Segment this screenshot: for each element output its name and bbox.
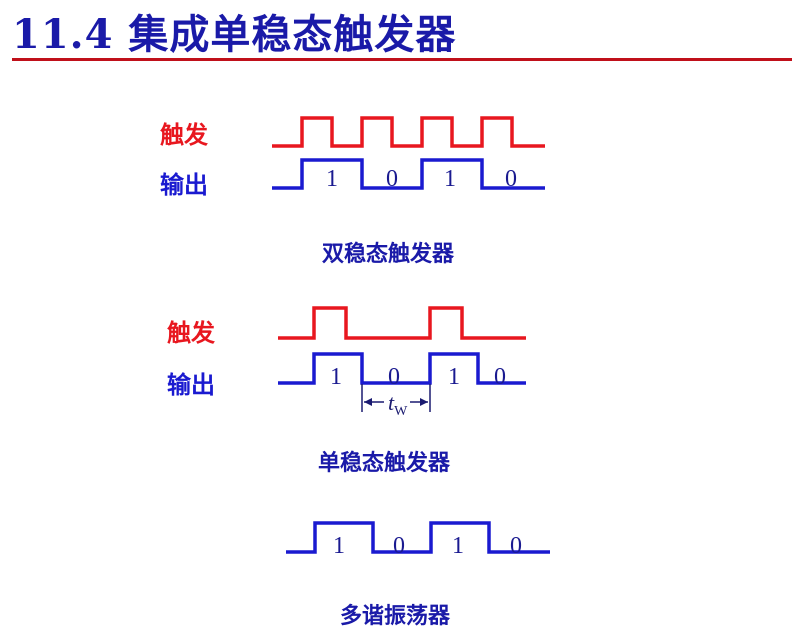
monostable-caption: 单稳态触发器 bbox=[318, 450, 451, 476]
title-underline bbox=[12, 58, 792, 61]
bistable-bit-4: 0 bbox=[505, 166, 517, 192]
bistable-output-wave bbox=[272, 158, 545, 190]
bistable-trigger-wave bbox=[272, 116, 545, 148]
pulse-width-marker: tW bbox=[361, 384, 431, 419]
monostable-bit-2: 0 bbox=[388, 364, 400, 390]
bistable-trigger-label: 触发 bbox=[160, 120, 208, 149]
monostable-output-wave bbox=[278, 352, 526, 385]
bistable-output-label: 输出 bbox=[160, 170, 208, 199]
bistable-bit-1: 1 bbox=[326, 166, 338, 192]
monostable-bit-1: 1 bbox=[330, 364, 342, 390]
astable-caption: 多谐振荡器 bbox=[340, 603, 451, 629]
bistable-caption: 双稳态触发器 bbox=[322, 241, 455, 267]
page-title: 11.4 集成单稳态触发器 bbox=[12, 11, 457, 58]
monostable-bit-3: 1 bbox=[448, 364, 460, 390]
monostable-trigger-label: 触发 bbox=[167, 318, 215, 347]
bistable-bit-3: 1 bbox=[444, 166, 456, 192]
monostable-bit-4: 0 bbox=[494, 364, 506, 390]
astable-bit-1: 1 bbox=[333, 533, 345, 559]
astable-bit-4: 0 bbox=[510, 533, 522, 559]
pulse-width-subscript: W bbox=[394, 404, 408, 419]
astable-bit-2: 0 bbox=[393, 533, 405, 559]
astable-output-wave bbox=[286, 521, 550, 554]
astable-bit-3: 1 bbox=[452, 533, 464, 559]
bistable-bit-2: 0 bbox=[386, 166, 398, 192]
monostable-trigger-wave bbox=[278, 306, 526, 340]
monostable-output-label: 输出 bbox=[167, 370, 215, 399]
svg-text:tW: tW bbox=[388, 390, 408, 419]
pulse-width-symbol: t bbox=[388, 390, 395, 415]
